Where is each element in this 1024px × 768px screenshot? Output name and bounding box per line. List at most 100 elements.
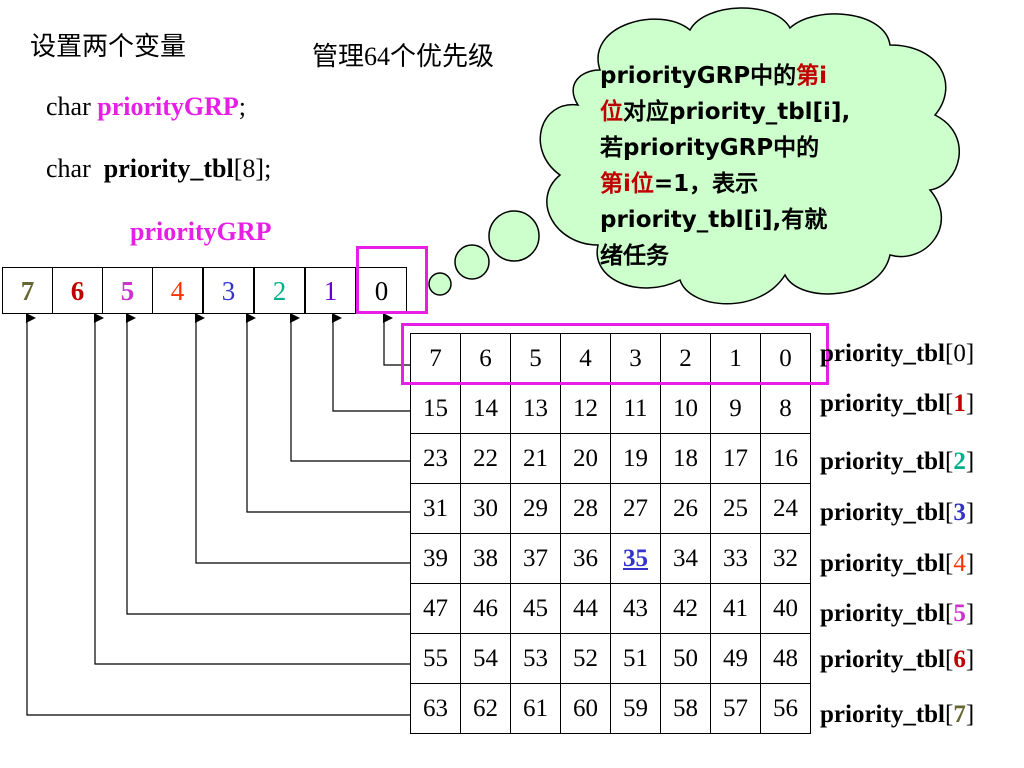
table-cell: 12 — [560, 383, 611, 434]
table-cell: 54 — [460, 633, 511, 684]
bubble-l2b: 对应priority_tbl[i], — [623, 99, 851, 125]
highlighted-cell: 35 — [610, 533, 661, 584]
heading-set-variables: 设置两个变量 — [30, 32, 187, 61]
tbl-label-open: [ — [945, 701, 954, 728]
tbl-label-open: [ — [945, 390, 954, 417]
table-cell: 43 — [610, 583, 661, 634]
tbl-label-5: priority_tbl[5] — [820, 600, 974, 628]
table-cell: 11 — [610, 383, 661, 434]
connector-bit-4 — [195, 313, 410, 564]
tbl-label-close: ] — [965, 448, 975, 475]
heading-manage-priorities: 管理64个优先级 — [312, 42, 495, 71]
table-cell: 16 — [760, 433, 811, 484]
table-cell: 59 — [610, 683, 661, 734]
table-cell: 26 — [660, 483, 711, 534]
tbl-label-4: priority_tbl[4] — [820, 550, 974, 578]
bubble-line-3: 若priorityGRP中的 — [600, 135, 820, 161]
grp-title: priorityGRP — [130, 217, 272, 246]
bubble-dot-small — [428, 272, 452, 296]
grp-bit-3: 3 — [203, 267, 254, 314]
grp-bit-4: 4 — [152, 267, 203, 314]
table-cell: 56 — [760, 683, 811, 734]
table-cell: 9 — [710, 383, 761, 434]
decl2-keyword: char — [46, 154, 91, 183]
grp-bit-6: 6 — [52, 267, 103, 314]
tbl-label-index: 2 — [953, 448, 966, 475]
bit-connectors — [26, 313, 410, 716]
table-cell: 51 — [610, 633, 661, 684]
table-cell: 42 — [660, 583, 711, 634]
table-cell: 47 — [410, 583, 461, 634]
grp-bit-5: 5 — [102, 267, 153, 314]
tbl-label-close: ] — [965, 499, 975, 526]
connector-bit-5 — [126, 313, 410, 615]
tbl-label-1: priority_tbl[1] — [820, 390, 974, 418]
bubble-l1b: 第i — [796, 63, 828, 89]
tbl-label-open: [ — [945, 600, 954, 627]
tbl-label-2: priority_tbl[2] — [820, 448, 974, 476]
table-cell: 40 — [760, 583, 811, 634]
table-cell: 33 — [710, 533, 761, 584]
table-cell: 39 — [410, 533, 461, 584]
table-cell: 7 — [410, 333, 461, 384]
tbl-label-close: ] — [965, 600, 975, 627]
table-cell: 45 — [510, 583, 561, 634]
table-cell: 53 — [510, 633, 561, 684]
table-cell: 21 — [510, 433, 561, 484]
bit0-highlight — [356, 246, 428, 314]
tbl-label-close: ] — [965, 646, 975, 673]
table-cell: 34 — [660, 533, 711, 584]
table-cell: 13 — [510, 383, 561, 434]
table-cell: 29 — [510, 483, 561, 534]
tbl-label-6: priority_tbl[6] — [820, 646, 974, 674]
bubble-line-5: priority_tbl[i],有就 — [600, 207, 828, 233]
table-cell: 63 — [410, 683, 461, 734]
tbl-label-index: 6 — [953, 646, 966, 673]
table-cell: 52 — [560, 633, 611, 684]
tbl-label-open: [ — [945, 550, 954, 577]
tbl-label-close: ] — [965, 701, 975, 728]
table-cell: 28 — [560, 483, 611, 534]
table-cell: 8 — [760, 383, 811, 434]
table-cell: 14 — [460, 383, 511, 434]
tbl-label-name: priority_tbl — [820, 646, 945, 673]
tbl-label-index: 7 — [953, 701, 966, 728]
decl1-keyword: char — [46, 92, 91, 121]
table-cell: 55 — [410, 633, 461, 684]
table-cell: 48 — [760, 633, 811, 684]
table-cell: 10 — [660, 383, 711, 434]
table-cell: 27 — [610, 483, 661, 534]
table-cell: 61 — [510, 683, 561, 734]
table-cell: 18 — [660, 433, 711, 484]
connector-bit-6 — [94, 313, 410, 665]
tbl-label-name: priority_tbl — [820, 499, 945, 526]
bubble-text: priorityGRP中的第i 位对应priority_tbl[i], 若pri… — [600, 58, 900, 274]
table-cell: 50 — [660, 633, 711, 684]
table-cell: 22 — [460, 433, 511, 484]
table-cell: 25 — [710, 483, 761, 534]
grp-bit-1: 1 — [305, 267, 356, 314]
bubble-line-4: 第i位=1，表示 — [600, 166, 900, 202]
tbl-label-name: priority_tbl — [820, 448, 945, 475]
table-cell: 57 — [710, 683, 761, 734]
tbl-label-index: 1 — [953, 390, 966, 417]
table-cell: 19 — [610, 433, 661, 484]
tbl-label-index: 3 — [953, 499, 966, 526]
table-cell: 31 — [410, 483, 461, 534]
tbl-label-index: 4 — [953, 550, 966, 577]
grp-bit-7: 7 — [2, 267, 53, 314]
tbl-label-name: priority_tbl — [820, 550, 945, 577]
table-cell: 30 — [460, 483, 511, 534]
tbl-label-name: priority_tbl — [820, 701, 945, 728]
bubble-l1a: priorityGRP中的 — [600, 63, 797, 89]
tbl-label-close: ] — [965, 340, 975, 367]
bubble-cloud — [539, 7, 960, 305]
thought-bubble-cloud — [428, 7, 960, 305]
tbl-label-name: priority_tbl — [820, 600, 945, 627]
tbl-label-open: [ — [945, 499, 954, 526]
